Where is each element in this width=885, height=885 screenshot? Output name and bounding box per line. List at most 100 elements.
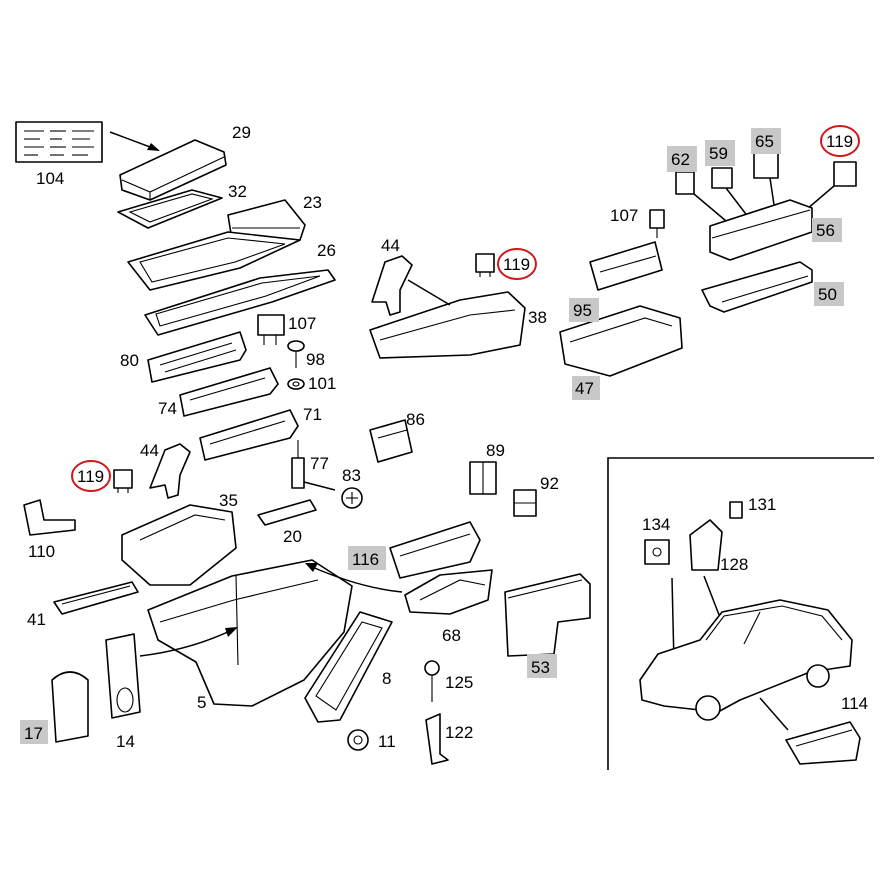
leader-car-to-114 [759, 697, 789, 731]
part-68-tray [404, 569, 493, 615]
highlight-17 [20, 720, 48, 744]
part-119-relay-left [113, 469, 133, 493]
label-53: 53 [531, 658, 550, 677]
label-59: 59 [709, 144, 728, 163]
label-62: 62 [671, 150, 690, 169]
label-68: 68 [442, 626, 461, 645]
part-101-ring [287, 378, 305, 390]
label-38: 38 [528, 308, 547, 327]
label-86: 86 [406, 410, 425, 429]
label-71: 71 [303, 405, 322, 424]
part-17-cap [51, 671, 89, 743]
highlight-47 [572, 376, 600, 400]
part-114-battery-tray [785, 721, 861, 765]
label-131: 131 [748, 495, 776, 514]
part-26-gasket [127, 231, 301, 291]
highlight-62 [667, 146, 697, 172]
part-128-relay [689, 519, 723, 571]
part-95-fuse-strip [589, 241, 663, 291]
label-134: 134 [642, 515, 670, 534]
highlight-65 [751, 128, 781, 154]
part-20-strip [257, 499, 317, 526]
label-80: 80 [120, 351, 139, 370]
label-65: 65 [755, 132, 774, 151]
part-86-connector [369, 419, 413, 463]
label-29: 29 [232, 123, 251, 142]
label-17: 17 [24, 724, 43, 743]
circle-119-right [820, 125, 860, 157]
label-110: 110 [28, 542, 55, 561]
part-119-relay-right [799, 161, 857, 216]
highlight-56 [812, 218, 842, 242]
arrow-104-to-29 [109, 131, 160, 151]
part-74-fuse-block [179, 367, 279, 417]
label-20: 20 [283, 527, 302, 546]
part-98-screw [287, 340, 305, 368]
label-104: 104 [36, 169, 64, 188]
part-131-relay [729, 501, 743, 519]
label-122: 122 [445, 723, 473, 742]
label-77: 77 [310, 454, 329, 473]
arrow-68-to-housing [305, 563, 403, 593]
car-illustration [639, 599, 853, 721]
label-83: 83 [342, 466, 361, 485]
label-14: 14 [116, 732, 135, 751]
arrow-14-to-housing [139, 627, 238, 657]
label-5: 5 [197, 693, 206, 712]
label-101: 101 [308, 374, 336, 393]
label-50: 50 [818, 285, 837, 304]
label-56: 56 [816, 221, 835, 240]
part-119-relay-mid [475, 253, 495, 277]
label-95: 95 [573, 301, 592, 320]
label-89: 89 [486, 441, 505, 460]
label-119c: 119 [826, 132, 853, 151]
label-44b: 44 [140, 441, 159, 460]
part-80-fuse-block [147, 331, 247, 383]
label-119a: 119 [503, 255, 530, 274]
label-32: 32 [228, 182, 247, 201]
part-44-bracket-lower [149, 443, 191, 499]
part-56-relay-module [709, 199, 813, 261]
highlight-59 [705, 140, 735, 166]
part-125-screw [424, 660, 440, 702]
part-8-cover [304, 611, 393, 723]
part-5-housing [147, 559, 353, 707]
part-134-relay [644, 539, 670, 565]
label-125: 125 [445, 673, 473, 692]
part-frame [144, 269, 336, 336]
label-8: 8 [382, 669, 391, 688]
part-14-bracket [105, 633, 141, 719]
part-104-label-card [15, 121, 103, 163]
label-107a: 107 [288, 314, 316, 333]
part-77-pin [291, 440, 336, 491]
part-38-module [369, 279, 526, 359]
circle-119-left [71, 460, 111, 492]
label-23: 23 [303, 193, 322, 212]
part-107-relay [257, 314, 285, 345]
label-35: 35 [219, 491, 238, 510]
label-92: 92 [540, 474, 559, 493]
label-41: 41 [27, 610, 46, 629]
part-83-screw [341, 487, 363, 509]
part-92-connector [513, 489, 537, 517]
part-71-fuse-block [199, 409, 299, 461]
inset-frame [607, 457, 874, 770]
part-110-bracket [23, 499, 76, 536]
part-29-lid [119, 139, 227, 201]
label-119b: 119 [77, 467, 104, 486]
label-128: 128 [720, 555, 748, 574]
label-114: 114 [841, 694, 868, 713]
label-98: 98 [306, 350, 325, 369]
label-11: 11 [378, 732, 396, 751]
circle-119-mid [497, 248, 537, 280]
part-107-relay-right [649, 209, 665, 238]
part-53-box [504, 573, 591, 657]
label-44a: 44 [381, 236, 400, 255]
part-59-relay [711, 167, 753, 223]
part-32-gasket [117, 189, 223, 229]
label-26: 26 [317, 241, 336, 260]
part-116-module [389, 521, 481, 579]
label-116: 116 [352, 550, 379, 569]
part-89-connector [469, 461, 497, 495]
